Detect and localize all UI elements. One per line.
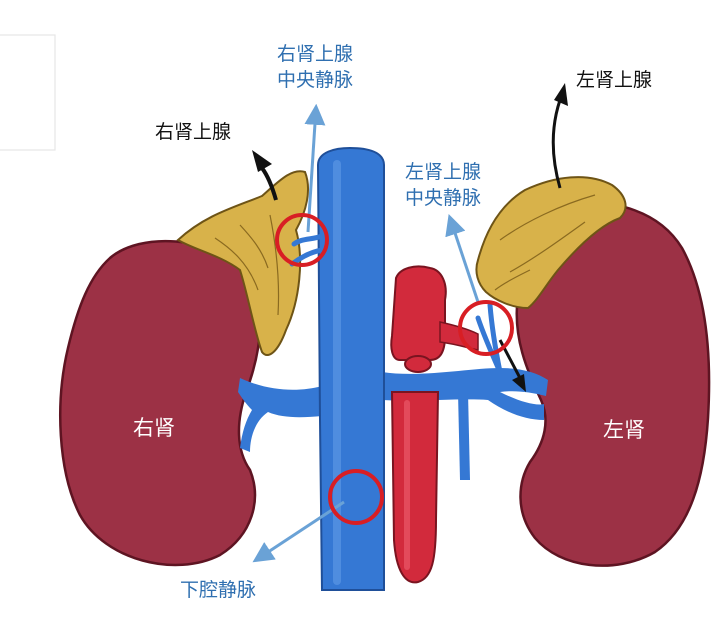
left-central-vein-leader — [445, 214, 480, 303]
aorta-highlight — [404, 400, 410, 570]
left-gonadal-vein — [458, 392, 470, 480]
label-left-central-vein-line1: 左肾上腺 — [405, 161, 482, 183]
marker-circle-left-central-vein — [458, 300, 514, 356]
label-right-adrenal: 右肾上腺 — [155, 121, 232, 143]
left-central-vein — [475, 302, 503, 375]
left-kidney — [515, 202, 711, 567]
right-renal-vein — [238, 378, 322, 452]
right-central-vein-leader — [304, 103, 326, 233]
right-adrenal-arrow-head — [252, 150, 272, 172]
label-right-central-vein-line2: 中央静脉 — [277, 69, 354, 91]
scan-edge — [0, 34, 56, 151]
ivc-highlight — [333, 160, 341, 585]
label-ivc: 下腔静脉 — [180, 579, 257, 601]
renal-artery-left — [439, 321, 479, 351]
marker-circle-ivc — [328, 469, 384, 525]
right-adrenal-texture — [214, 214, 280, 316]
ivc-leader — [252, 500, 345, 563]
label-left-adrenal: 左肾上腺 — [576, 69, 653, 91]
left-vein-arrow-head — [512, 374, 526, 392]
left-adrenal-arrow — [551, 99, 562, 189]
right-adrenal-arrow — [260, 166, 278, 201]
superior-mesenteric-artery — [404, 355, 432, 373]
left-adrenal-gland — [475, 176, 627, 310]
label-left-central-vein-line2: 中央静脉 — [405, 187, 482, 209]
left-adrenal-texture — [494, 194, 596, 291]
marker-circle-right-central-vein — [275, 213, 329, 267]
left-adrenal-arrow-head — [554, 83, 568, 106]
label-right-kidney: 右肾 — [133, 416, 175, 440]
label-right-central-vein-line1: 右肾上腺 — [277, 43, 354, 65]
label-left-kidney: 左肾 — [603, 418, 645, 442]
aorta-upper-trunk — [390, 265, 447, 361]
abdominal-aorta — [390, 391, 440, 584]
right-kidney — [59, 239, 262, 567]
